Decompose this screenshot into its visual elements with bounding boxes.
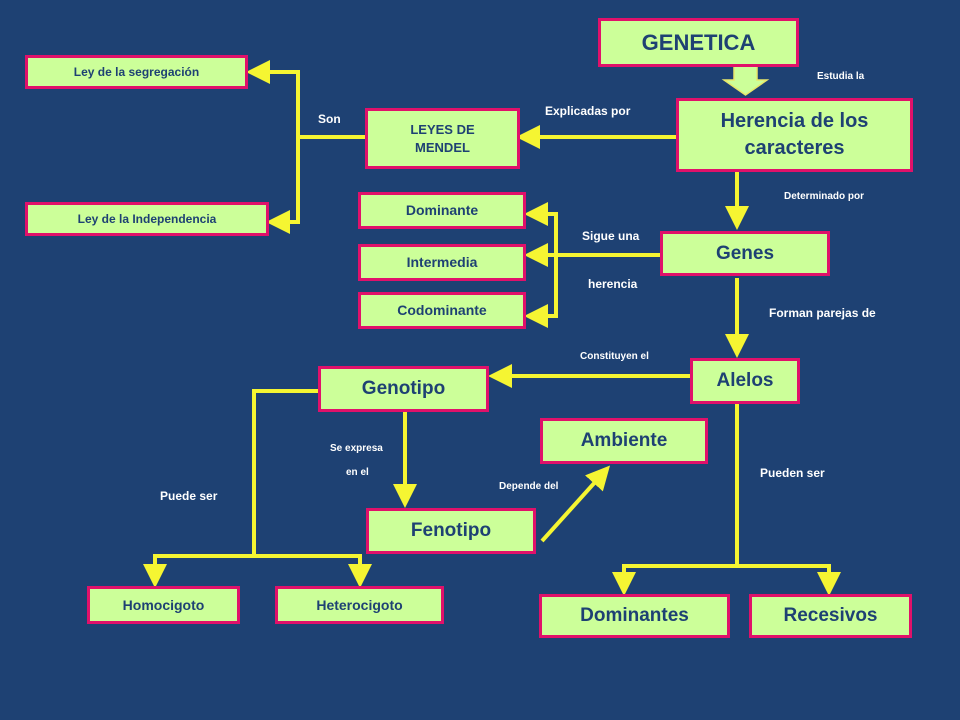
label-son: Son bbox=[318, 112, 341, 126]
node-genetica: GENETICA bbox=[598, 18, 799, 67]
node-ambiente: Ambiente bbox=[540, 418, 708, 464]
big-down-arrow bbox=[721, 64, 770, 96]
node-dominante: Dominante bbox=[358, 192, 526, 229]
node-dominantes: Dominantes bbox=[539, 594, 730, 638]
label-determinado: Determinado por bbox=[784, 191, 865, 202]
node-homocigoto: Homocigoto bbox=[87, 586, 240, 624]
node-alelos: Alelos bbox=[690, 358, 800, 404]
label-puede-ser: Puede ser bbox=[160, 489, 218, 503]
node-genotipo: Genotipo bbox=[318, 366, 489, 412]
node-ley-independencia: Ley de la Independencia bbox=[25, 202, 269, 236]
label-herencia: herencia bbox=[588, 277, 638, 291]
node-ley-segregacion: Ley de la segregación bbox=[25, 55, 248, 89]
bracket-herencia bbox=[540, 212, 558, 318]
node-intermedia: Intermedia bbox=[358, 244, 526, 281]
node-codominante: Codominante bbox=[358, 292, 526, 329]
node-heterocigoto: Heterocigoto bbox=[275, 586, 444, 624]
label-constituyen: Constituyen el bbox=[580, 351, 649, 362]
node-herencia: Herencia de los caracteres bbox=[676, 98, 913, 172]
node-recesivos: Recesivos bbox=[749, 594, 912, 638]
label-pueden-ser: Pueden ser bbox=[760, 466, 825, 480]
label-forman: Forman parejas de bbox=[769, 306, 876, 320]
branch-genotipo bbox=[252, 389, 318, 556]
label-estudia: Estudia la bbox=[817, 71, 865, 82]
node-fenotipo: Fenotipo bbox=[366, 508, 536, 554]
label-depende: Depende del bbox=[499, 481, 559, 492]
node-genes: Genes bbox=[660, 231, 830, 276]
label-se-expresa: Se expresa bbox=[330, 443, 383, 454]
label-en-el: en el bbox=[346, 467, 369, 478]
arrow-fenotipo-ambiente bbox=[540, 465, 611, 543]
bracket-leyes bbox=[257, 70, 300, 224]
label-explicadas: Explicadas por bbox=[545, 104, 631, 118]
label-sigue: Sigue una bbox=[582, 229, 640, 243]
node-leyes-de-mendel: LEYES DE MENDEL bbox=[365, 108, 520, 169]
